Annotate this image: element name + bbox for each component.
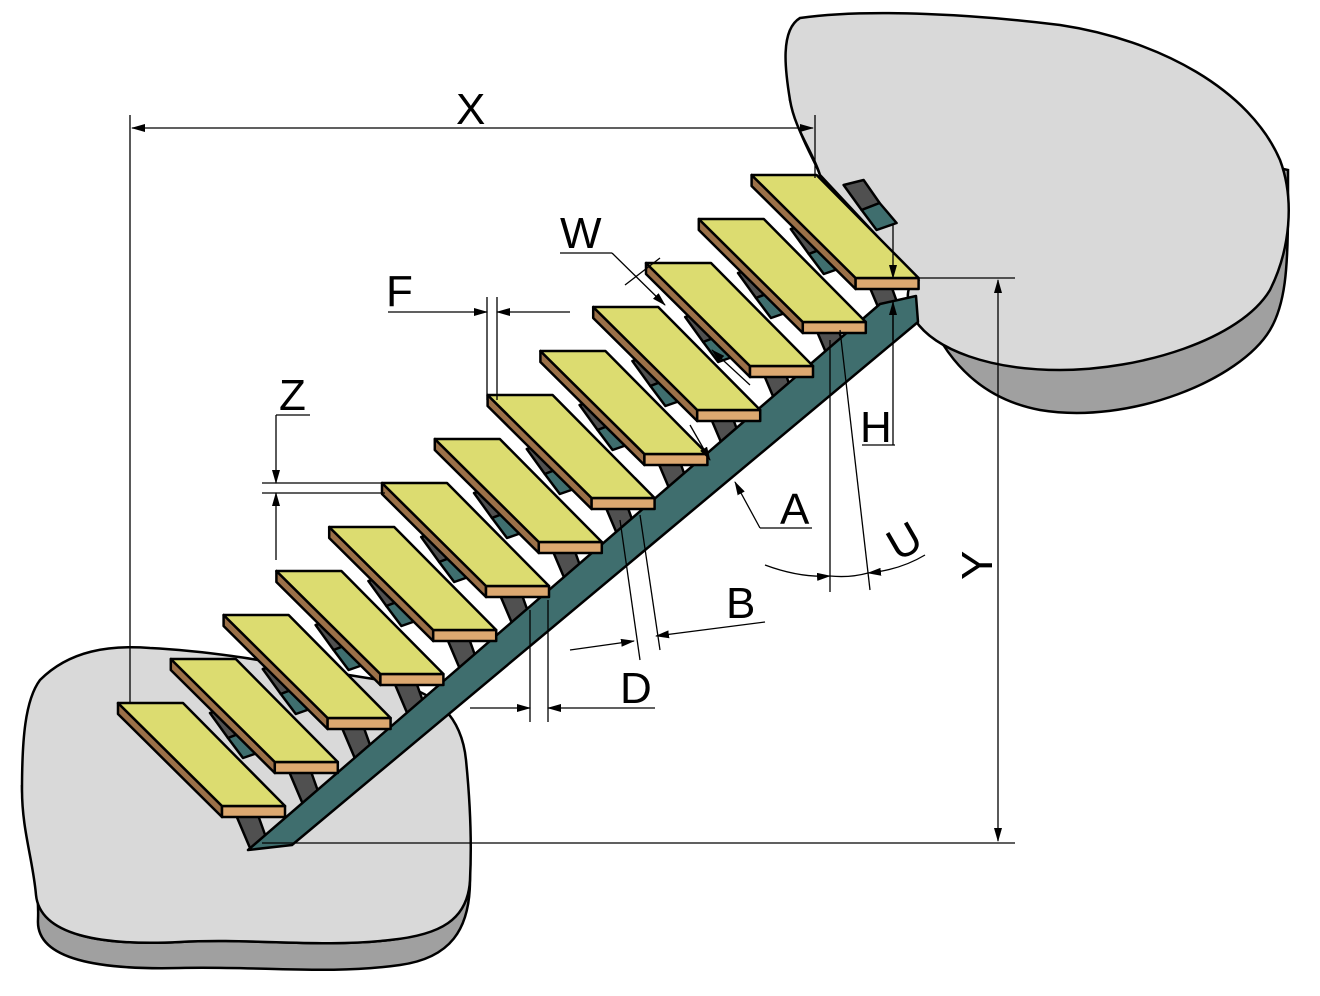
- step: [169, 657, 340, 775]
- step: [116, 701, 287, 819]
- dimension-d: D: [470, 600, 655, 722]
- step-bracket-face: [860, 201, 898, 232]
- tread-front: [220, 804, 287, 819]
- dimension-h: H: [860, 225, 897, 452]
- label-w: W: [560, 209, 602, 258]
- tread-front: [484, 584, 551, 599]
- stringer-beam: [246, 294, 920, 852]
- step: [222, 613, 392, 731]
- dimension-a: A: [689, 424, 812, 534]
- tread-top: [697, 217, 868, 324]
- tread-front: [801, 320, 868, 335]
- label-u: U: [879, 512, 931, 570]
- tread-top: [327, 525, 498, 632]
- step: [697, 217, 868, 335]
- step: [644, 261, 815, 379]
- tread-top: [275, 569, 445, 676]
- tread-top: [591, 305, 762, 412]
- label-b: B: [726, 579, 755, 628]
- step: [591, 305, 762, 423]
- label-y: Y: [953, 551, 1002, 580]
- step: [380, 481, 551, 599]
- dimension-y: Y: [262, 277, 1015, 844]
- dimension-f: F: [386, 267, 570, 400]
- tread-front: [590, 496, 656, 511]
- label-f: F: [386, 267, 413, 316]
- label-z: Z: [279, 371, 306, 420]
- tread-top: [116, 701, 287, 808]
- steps: [116, 173, 920, 819]
- top-landing: [784, 11, 1290, 415]
- tread-front: [326, 716, 392, 731]
- label-a: A: [780, 485, 810, 534]
- dimension-w: W: [560, 209, 751, 386]
- tread-front: [273, 760, 340, 775]
- label-h: H: [860, 403, 892, 452]
- label-d: D: [620, 664, 652, 713]
- step: [750, 173, 920, 291]
- step: [327, 525, 498, 643]
- step: [486, 393, 656, 511]
- tread-top: [380, 481, 551, 588]
- tread-front: [431, 628, 498, 643]
- dimension-b: B: [569, 514, 766, 661]
- tread-top: [486, 393, 656, 500]
- tread-top: [222, 613, 392, 720]
- step: [433, 437, 604, 555]
- tread-front: [854, 276, 920, 291]
- tread-top: [644, 261, 815, 368]
- step: [539, 349, 709, 467]
- tread-front: [537, 540, 604, 555]
- tread-top: [169, 657, 340, 764]
- dimension-x: X: [129, 85, 816, 703]
- tread-front: [379, 672, 445, 687]
- step: [275, 569, 445, 687]
- tread-front: [695, 408, 762, 423]
- tread-top: [433, 437, 604, 544]
- dimension-z: Z: [262, 371, 385, 560]
- tread-front: [748, 364, 815, 379]
- tread-front: [643, 452, 709, 467]
- label-x: X: [456, 85, 485, 134]
